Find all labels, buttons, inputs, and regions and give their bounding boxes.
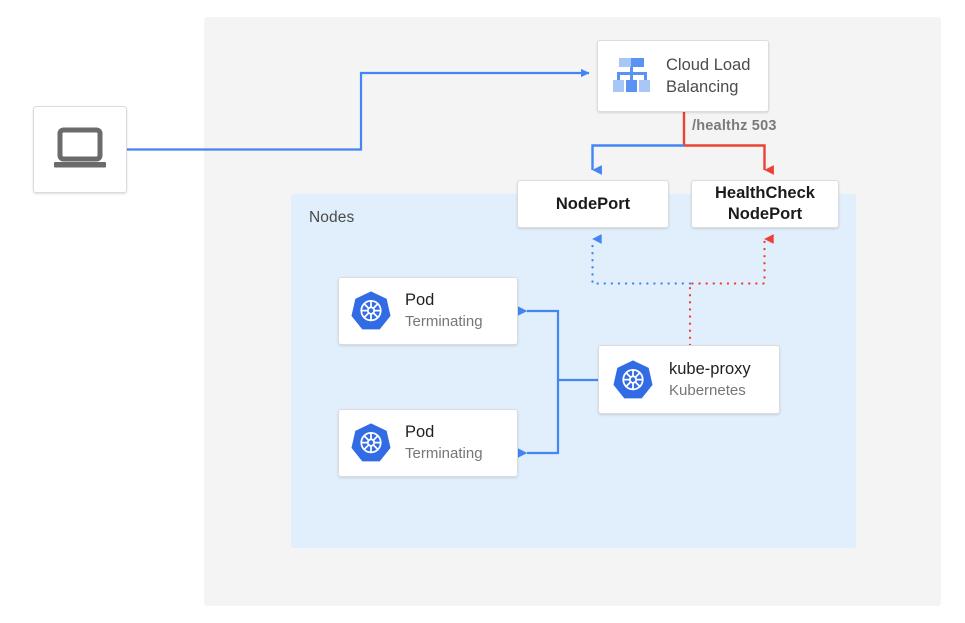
pod-terminating-1-title: Pod [405,291,435,309]
cloud-load-balancing-label-line1: Cloud Load [666,56,751,74]
kube-proxy-title: kube-proxy [669,359,751,378]
pod-terminating-2-text: Pod Terminating [405,422,483,464]
nodes-region-label: Nodes [309,209,355,226]
client-laptop-card[interactable] [33,106,127,193]
kube-proxy-card[interactable]: kube-proxy Kubernetes [598,345,780,414]
healthz-annotation: /healthz 503 [692,118,777,134]
pod-terminating-1-subtitle: Terminating [405,313,483,330]
cloud-load-balancing-label-line2: Balancing [666,78,739,96]
pod-terminating-2-subtitle: Terminating [405,445,483,462]
healthcheck-nodeport-label-line1: HealthCheck [715,184,815,202]
cloud-load-balancing-label: Cloud Load Balancing [666,54,750,98]
kubernetes-icon [351,291,391,330]
pod-terminating-1-card[interactable]: Pod Terminating [338,277,518,345]
pod-terminating-2-card[interactable]: Pod Terminating [338,409,518,477]
kubernetes-icon [613,359,653,398]
healthcheck-nodeport-label-line2: NodePort [727,205,803,223]
cloud-load-balancing-card[interactable]: Cloud Load Balancing [597,40,769,112]
healthcheck-nodeport-card[interactable]: HealthCheck NodePort [691,180,839,228]
pod-terminating-1-text: Pod Terminating [405,290,483,332]
healthcheck-nodeport-label: HealthCheck NodePort [715,183,815,225]
kubernetes-icon [351,423,391,462]
nodeport-card[interactable]: NodePort [517,180,669,228]
nodeport-label: NodePort [555,194,631,213]
laptop-icon [54,127,106,167]
kube-proxy-text: kube-proxy Kubernetes [669,359,751,401]
pod-terminating-2-title: Pod [405,423,435,441]
kube-proxy-subtitle: Kubernetes [669,381,746,399]
cloud-load-balancing-icon [613,58,650,92]
